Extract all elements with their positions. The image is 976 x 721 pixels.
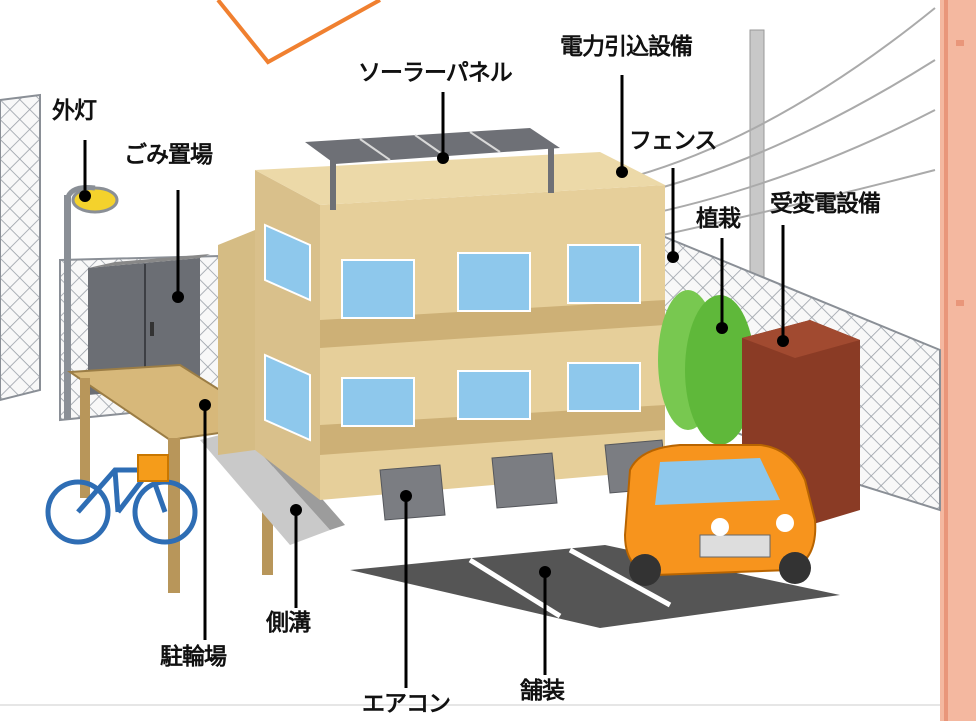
label-outdoor-light: 外灯 xyxy=(52,98,97,124)
apartment-building xyxy=(218,152,665,500)
label-solar-panel: ソーラーパネル xyxy=(358,60,513,86)
right-border-inner xyxy=(944,0,948,721)
solar-panels xyxy=(305,128,560,210)
utility-pole xyxy=(599,7,936,331)
leader-dots xyxy=(79,152,789,578)
label-pavement: 舗装 xyxy=(520,678,565,704)
label-substation: 受変電設備 xyxy=(770,191,881,217)
label-fence: フェンス xyxy=(629,128,718,154)
trees xyxy=(658,290,755,445)
label-aircon: エアコン xyxy=(362,691,451,717)
bicycle xyxy=(45,454,198,545)
label-bike-parking: 駐輪場 xyxy=(160,644,227,670)
label-gutter: 側溝 xyxy=(266,610,311,636)
leader-lines xyxy=(83,75,785,688)
label-power-intake: 電力引込設備 xyxy=(560,34,693,60)
label-garbage: ごみ置場 xyxy=(124,142,213,168)
callout-lines xyxy=(216,0,381,65)
fence-left xyxy=(0,93,41,402)
car xyxy=(623,444,817,586)
label-planting: 植栽 xyxy=(696,206,741,232)
